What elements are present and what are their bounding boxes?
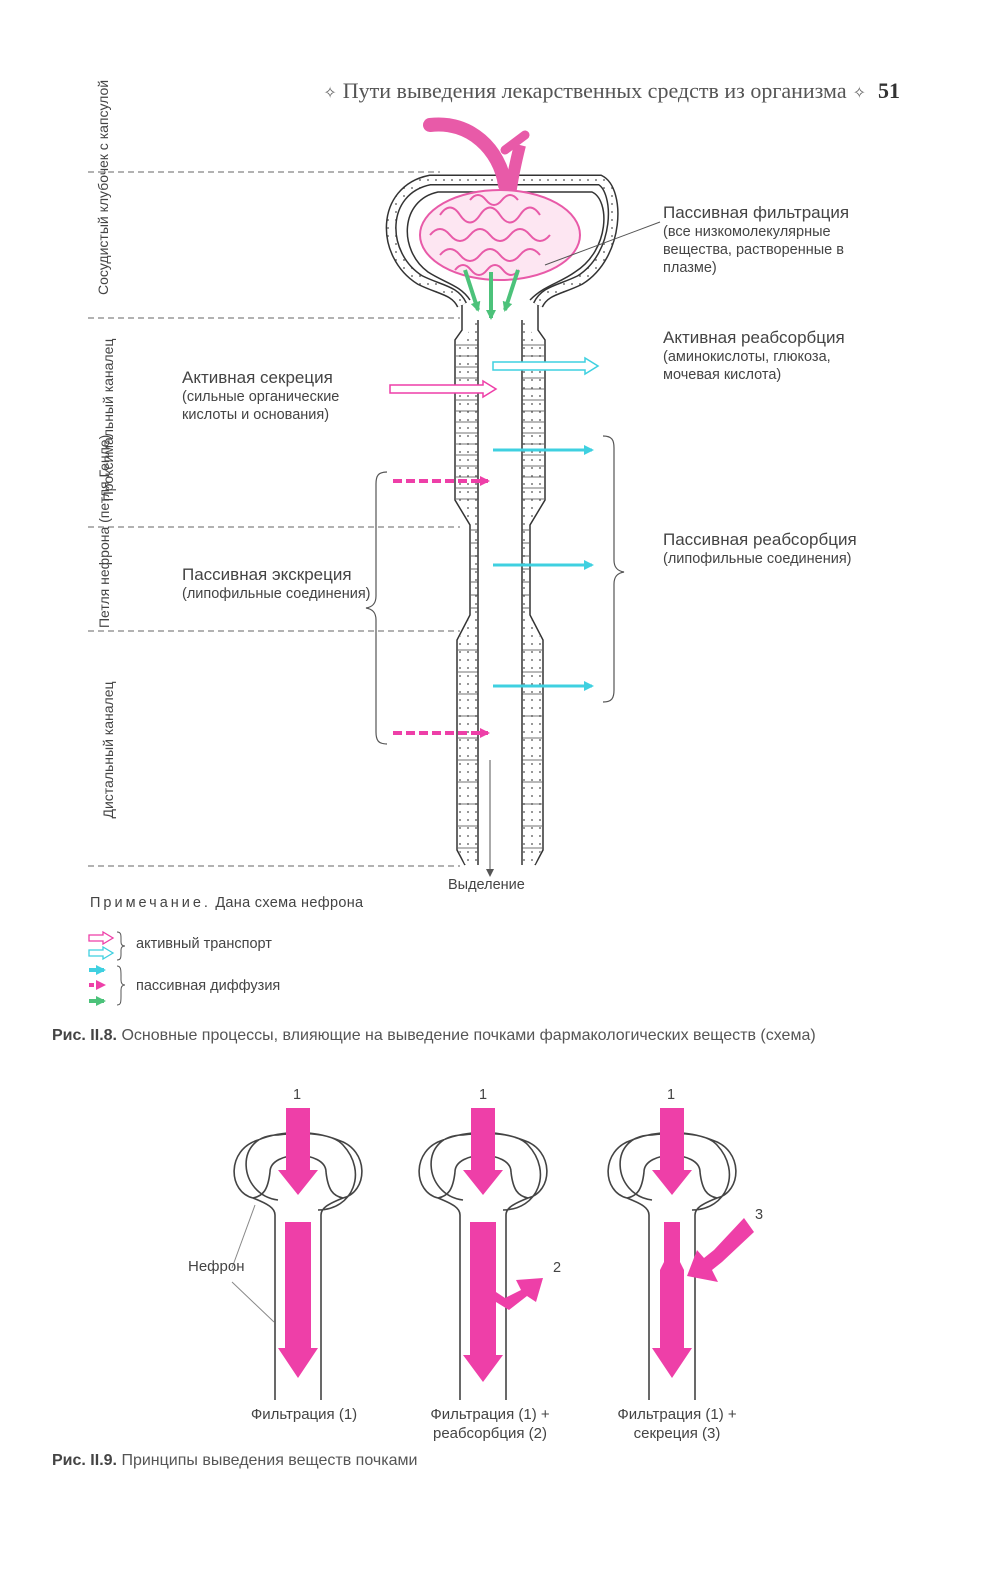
- label-nephron: Нефрон: [188, 1258, 245, 1275]
- panel-3-number-3: 3: [755, 1207, 764, 1223]
- legend-glyphs: [88, 930, 126, 1006]
- flow-arrows: [278, 1108, 754, 1382]
- caption-fig-9-text: Принципы выведения веществ почками: [121, 1452, 418, 1469]
- filtration-arrow-2: [463, 1108, 503, 1195]
- header-title: Пути выведения лекарственных средств из …: [342, 78, 847, 103]
- passive-reabsorption-title: Пассивная реабсорбция: [663, 530, 857, 549]
- tubule-flow-arrow-1: [278, 1222, 318, 1378]
- panel-1-label: Фильтрация (1): [250, 1406, 358, 1423]
- caption-fig-9: Рис. II.9. Принципы выведения веществ по…: [52, 1449, 417, 1473]
- note-prefix: Примечание.: [90, 895, 211, 911]
- bowman-capsule: [385, 174, 619, 308]
- panel-2-label: Фильтрация (1) + реабсорбция (2): [430, 1406, 550, 1442]
- panel-2-number-1: 1: [479, 1087, 488, 1103]
- passive-excretion-detail: (липофильные соединения): [182, 586, 371, 602]
- tubule-flow-arrow-3: [652, 1222, 692, 1378]
- glomerulus: [419, 117, 661, 281]
- active-secretion-detail: (сильные органические кислоты и основани…: [182, 389, 340, 423]
- panel-3-label: Фильтрация (1) + секреция (3): [617, 1406, 737, 1442]
- legend-active: активный транспорт: [136, 936, 272, 952]
- zone-label-distal: Дистальный каналец: [100, 681, 116, 819]
- panel-3-number-1: 1: [667, 1087, 676, 1103]
- active-reabsorption-arrow: [492, 356, 600, 376]
- label-excretion: Выделение: [448, 877, 525, 893]
- active-secretion-arrow: [389, 379, 498, 399]
- label-passive-filtration: Пассивная фильтрация (все низкомолекуляр…: [663, 203, 883, 277]
- diamond-icon: ✧: [323, 85, 337, 102]
- label-passive-excretion: Пассивная экскреция (липофильные соедине…: [182, 565, 382, 603]
- zone-label-glomerulus: Сосудистый клубочек с капсулой: [95, 79, 111, 295]
- figure-note: Примечание. Дана схема нефрона: [90, 895, 363, 911]
- note-text: Дана схема нефрона: [215, 895, 364, 911]
- caption-fig-9-number: Рис. II.9.: [52, 1452, 117, 1469]
- zone-label-loop: Петля нефрона (петля Генле): [96, 434, 112, 628]
- zone-separators: [88, 171, 460, 867]
- active-secretion-title: Активная секреция: [182, 368, 333, 387]
- label-passive-reabsorption: Пассивная реабсорбция (липофильные соеди…: [663, 530, 863, 568]
- passive-excretion-title: Пассивная экскреция: [182, 565, 352, 584]
- label-active-reabsorption: Активная реабсорбция (аминокислоты, глюк…: [663, 328, 883, 384]
- caption-fig-8-text: Основные процессы, влияющие на выведение…: [121, 1027, 816, 1044]
- panel-2-number-2: 2: [553, 1260, 562, 1276]
- tubule-flow-arrow-2: [463, 1222, 543, 1382]
- caption-fig-8: Рис. II.8. Основные процессы, влияющие н…: [52, 1024, 902, 1048]
- passive-reabsorption-arrows: [493, 445, 594, 691]
- filtration-arrow-1: [278, 1108, 318, 1195]
- passive-filtration-title: Пассивная фильтрация: [663, 203, 850, 222]
- label-active-secretion: Активная секреция (сильные органические …: [182, 368, 382, 424]
- passive-filtration-detail: (все низкомолекулярные вещества, раствор…: [663, 224, 844, 276]
- passive-excretion-arrows: [393, 476, 490, 738]
- running-header: ✧ Пути выведения лекарственных средств из…: [317, 78, 900, 104]
- nephron-leader-lines: [231, 1204, 275, 1323]
- active-reabsorption-title: Активная реабсорбция: [663, 328, 845, 347]
- braces: [365, 435, 625, 745]
- filtration-arrow-3: [652, 1108, 692, 1195]
- caption-fig-8-number: Рис. II.8.: [52, 1027, 117, 1044]
- panel-1-number-1: 1: [293, 1087, 302, 1103]
- page-number: 51: [878, 78, 900, 103]
- diamond-icon: ✧: [852, 85, 866, 102]
- secretion-arrow: [687, 1218, 754, 1282]
- tubule: [454, 305, 546, 877]
- active-reabsorption-detail: (аминокислоты, глюкоза, мочевая кислота): [663, 349, 831, 383]
- legend-passive: пассивная диффузия: [136, 978, 281, 994]
- filtration-arrows: [463, 269, 520, 320]
- passive-reabsorption-detail: (липофильные соединения): [663, 551, 852, 567]
